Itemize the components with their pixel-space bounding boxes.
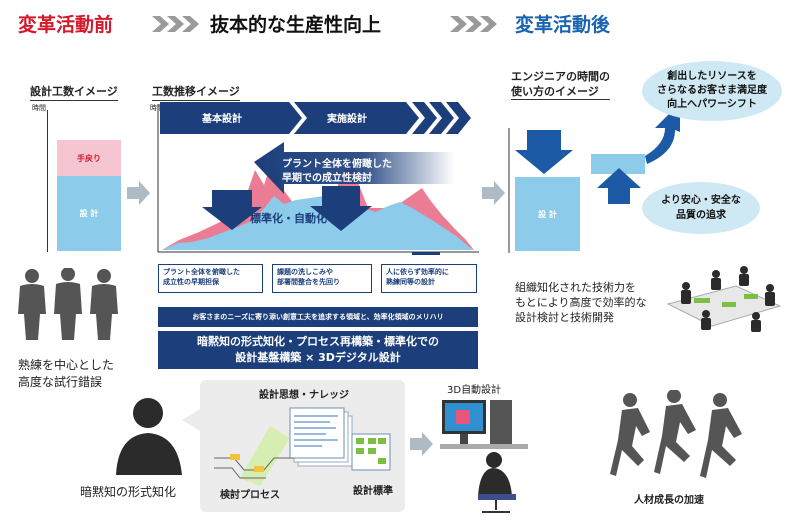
power-shift-arrow: [645, 106, 685, 164]
header-after: 変革活動後: [515, 14, 611, 36]
down-arrow-2: [310, 186, 372, 231]
callout-line-2: 早期での成立性検討: [282, 173, 372, 184]
design-label-after: 設 計: [538, 209, 557, 219]
domain-bar-text: お客さまのニーズに寄り添い創意工夫を追求する領域と、効率化領域のメリハリ: [192, 313, 444, 321]
arrow-before-to-trend: [127, 181, 151, 209]
cad-label: 3D自動設計: [447, 385, 502, 396]
bubble-top: 創出したリソースを さらなるお客さま満足度 向上へパワーシフト: [642, 61, 782, 121]
knowledge-label: 設計思想・ナレッジ: [259, 390, 349, 401]
trend-axis-label: 時間: [150, 104, 164, 112]
arrow-trend-to-after: [482, 181, 506, 209]
foundation-bar: 暗黙知の形式知化・プロセス再構築・標準化での 設計基盤構築 × 3Dデジタル設計: [158, 331, 478, 369]
before-axis: [47, 110, 48, 252]
domain-bar: お客さまのニーズに寄り添い創意工夫を追求する領域と、効率化領域のメリハリ: [158, 307, 478, 327]
shift-block: [591, 154, 645, 174]
cad-workstation-image: [438, 396, 530, 518]
skilled-text: 熟練を中心とした 高度な試行錯誤: [18, 357, 114, 391]
rework-label: 手戻り: [77, 153, 101, 163]
benefit-2-line-2: 部署間整合を先回り: [277, 278, 340, 286]
benefit-1-line-2: 成立性の早期担保: [163, 278, 219, 286]
process-label: 検討プロセス: [220, 490, 280, 501]
team-text-line-3: 設計検討と技術開発: [515, 311, 614, 324]
down-arrow-3: [406, 252, 446, 265]
bubble-bottom: より安心・安全な 品質の追求: [642, 182, 760, 234]
benefit-box-3: 人に依らず効率的に 熟練同等の設計: [381, 264, 477, 293]
phase-detail-arrow: [294, 102, 419, 134]
team-text-line-2: もとにより高度で効率的な: [515, 296, 647, 309]
after-title-line-2: 使い方のイメージ: [511, 84, 610, 100]
bubble-top-line-1: 創出したリソースを: [667, 71, 757, 82]
phase-basic-label: 基本設計: [202, 114, 242, 125]
growth-label: 人材成長の加速: [634, 495, 704, 506]
skilled-text-line-1: 熟練を中心とした: [18, 358, 115, 372]
document-stack-image: [210, 398, 400, 492]
design-label-before: 設 計: [79, 209, 99, 218]
after-panel-title: エンジニアの時間の 使い方のイメージ: [511, 69, 610, 100]
foundation-line-2: 設計基盤構築 × 3Dデジタル設計: [235, 351, 401, 364]
skilled-people-silhouettes: [14, 267, 122, 344]
design-block-after: 設 計: [515, 177, 580, 251]
phase-basic-arrow: [160, 102, 302, 134]
rework-block: 手戻り: [57, 140, 121, 176]
trend-blue-area: [162, 196, 474, 250]
standard-label: 設計標準: [353, 486, 393, 497]
design-block-before: 設 計: [57, 176, 121, 251]
bubble-bottom-line-2: 品質の追求: [676, 210, 726, 221]
thinker-silhouette: [112, 395, 186, 479]
arrow-knowledge-to-cad: [410, 432, 434, 460]
before-axis-label: 時間: [32, 104, 46, 112]
benefit-1-line-1: プラント全体を俯瞰した: [163, 268, 240, 276]
callout-arrow: [254, 142, 454, 194]
down-arrow-1: [202, 190, 262, 230]
trend-axes: [154, 100, 484, 265]
header-chevron-2: [450, 14, 500, 38]
benefit-box-1: プラント全体を俯瞰した 成立性の早期担保: [158, 264, 263, 293]
bubble-bottom-line-1: より安心・安全な: [661, 195, 741, 206]
benefit-3-line-1: 人に依らず効率的に: [386, 268, 449, 276]
after-title-line-1: エンジニアの時間の: [511, 70, 610, 83]
trend-panel-title: 工数推移イメージ: [152, 83, 240, 101]
phase-detail-label: 実施設計: [327, 114, 367, 125]
benefit-3-line-2: 熟練同等の設計: [386, 278, 435, 286]
formalize-label: 暗黙知の形式知化: [80, 485, 177, 499]
knowledge-panel-tail: [182, 408, 202, 436]
team-meeting-image: [660, 262, 788, 336]
benefit-box-2: 課題の洗しこみや 部署間整合を先回り: [272, 264, 372, 293]
header-before: 変革活動前: [18, 14, 114, 36]
bubble-top-line-2: さらなるお客さま満足度: [657, 85, 767, 96]
benefit-2-line-1: 課題の洗しこみや: [277, 268, 333, 276]
after-up-arrow: [597, 168, 641, 204]
before-panel-title: 設計工数イメージ: [30, 83, 118, 101]
header-chevron-1: [152, 14, 202, 38]
bubble-top-line-3: 向上へパワーシフト: [667, 99, 757, 110]
header-middle: 抜本的な生産性向上: [210, 14, 382, 36]
team-text-line-1: 組織知化された技術力を: [515, 281, 636, 294]
foundation-line-1: 暗黙知の形式知化・プロセス再構築・標準化での: [197, 335, 439, 348]
standardize-label: 標準化・自動化: [250, 212, 327, 225]
after-down-arrow: [515, 130, 573, 174]
after-graphic: [505, 98, 685, 262]
callout-line-1: プラント全体を俯瞰した: [282, 159, 392, 170]
team-text: 組織知化された技術力を もとにより高度で効率的な 設計検討と技術開発: [515, 280, 647, 325]
skilled-text-line-2: 高度な試行錯誤: [18, 375, 103, 389]
running-people-silhouettes: [610, 389, 760, 489]
